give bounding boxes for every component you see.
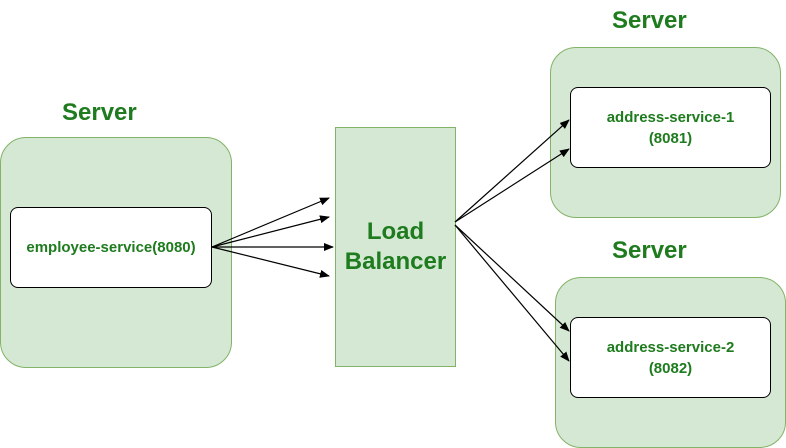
server-title-address-2: Server (612, 237, 687, 264)
address-service-1-port: (8081) (648, 129, 693, 147)
employee-service-node: employee-service(8080) (10, 207, 212, 288)
arrow-lb-to-address-2-a (454, 224, 570, 332)
arrow-lb-to-address-2-b (454, 224, 570, 362)
server-title-employee: Server (62, 99, 137, 126)
address-service-2-port: (8082) (648, 359, 693, 377)
address-service-1-node: address-service-1 (8081) (570, 87, 771, 168)
address-service-2-node: address-service-2 (8082) (570, 317, 771, 398)
server-title-address-1: Server (612, 7, 687, 34)
load-balancer-node: Load Balancer (335, 127, 456, 367)
employee-service-label: employee-service(8080) (26, 239, 196, 256)
load-balancer-label-line1: Load (366, 218, 425, 245)
address-service-2-label: address-service-2 (606, 338, 735, 356)
address-service-1-label: address-service-1 (606, 108, 735, 126)
load-balancer-label-line2: Balancer (344, 248, 447, 275)
